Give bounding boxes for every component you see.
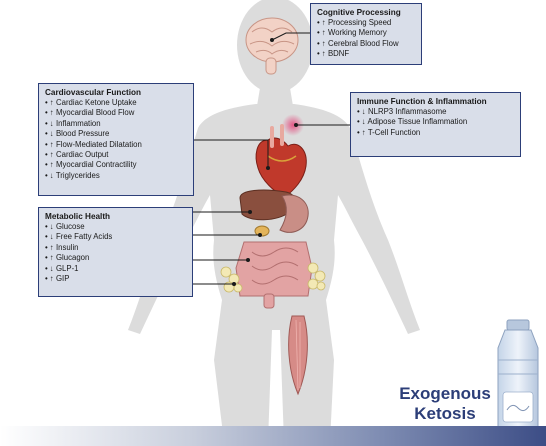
list-item: ↓ Free Fatty Acids (45, 232, 186, 242)
list-item: ↑ Processing Speed (317, 18, 415, 28)
intestines-icon (235, 241, 313, 309)
list-item: ↑ Cardiac Ketone Uptake (45, 98, 187, 108)
list-item: ↑ Myocardial Blood Flow (45, 108, 187, 118)
list-item: ↓ NLRP3 Inflammasome (357, 107, 514, 117)
list-item: ↓ Triglycerides (45, 171, 187, 181)
metabolic-health-box: Metabolic Health ↓ Glucose ↓ Free Fatty … (38, 207, 193, 297)
connector-lines (193, 32, 350, 286)
list-item: ↑ Working Memory (317, 28, 415, 38)
brand-line-2: Ketosis (414, 404, 476, 423)
list-item: ↑ Glucagon (45, 253, 186, 263)
metabolic-title: Metabolic Health (45, 212, 111, 221)
list-item: ↑ BDNF (317, 49, 415, 59)
bottle-icon (497, 319, 539, 439)
list-item: ↓ Blood Pressure (45, 129, 187, 139)
cardio-title: Cardiovascular Function (45, 88, 141, 97)
adipose-tissue-icon (220, 262, 326, 293)
list-item: ↑ Insulin (45, 243, 186, 253)
list-item: ↑ Flow-Mediated Dilatation (45, 140, 187, 150)
immune-list: ↓ NLRP3 Inflammasome ↓ Adipose Tissue In… (357, 107, 514, 138)
list-item: ↑ Cardiac Output (45, 150, 187, 160)
cardiovascular-function-box: Cardiovascular Function ↑ Cardiac Ketone… (38, 83, 194, 196)
immune-title: Immune Function & Inflammation (357, 97, 487, 106)
list-item: ↓ Glucose (45, 222, 186, 232)
list-item: ↓ Adipose Tissue Inflammation (357, 117, 514, 127)
cognitive-title: Cognitive Processing (317, 8, 401, 17)
cognitive-list: ↑ Processing Speed ↑ Working Memory ↑ Ce… (317, 18, 415, 60)
list-item: ↓ Inflammation (45, 119, 187, 129)
bottom-gradient-bar (0, 426, 546, 446)
pancreas-icon (254, 225, 270, 237)
exogenous-ketosis-label: Exogenous Ketosis (390, 384, 500, 424)
cardio-list: ↑ Cardiac Ketone Uptake ↑ Myocardial Blo… (45, 98, 187, 181)
brand-line-1: Exogenous (399, 384, 491, 403)
metabolic-list: ↓ Glucose ↓ Free Fatty Acids ↑ Insulin ↑… (45, 222, 186, 284)
stomach-icon (279, 194, 309, 233)
inflammation-glow-icon (282, 114, 304, 136)
list-item: ↑ Myocardial Contractility (45, 160, 187, 170)
heart-icon (255, 124, 307, 199)
list-item: ↑ T-Cell Function (357, 128, 514, 138)
list-item: ↑ GIP (45, 274, 186, 284)
muscle-icon (288, 315, 308, 396)
list-item: ↓ GLP-1 (45, 264, 186, 274)
cognitive-processing-box: Cognitive Processing ↑ Processing Speed … (310, 3, 422, 65)
immune-function-box: Immune Function & Inflammation ↓ NLRP3 I… (350, 92, 521, 157)
list-item: ↑ Cerebral Blood Flow (317, 39, 415, 49)
